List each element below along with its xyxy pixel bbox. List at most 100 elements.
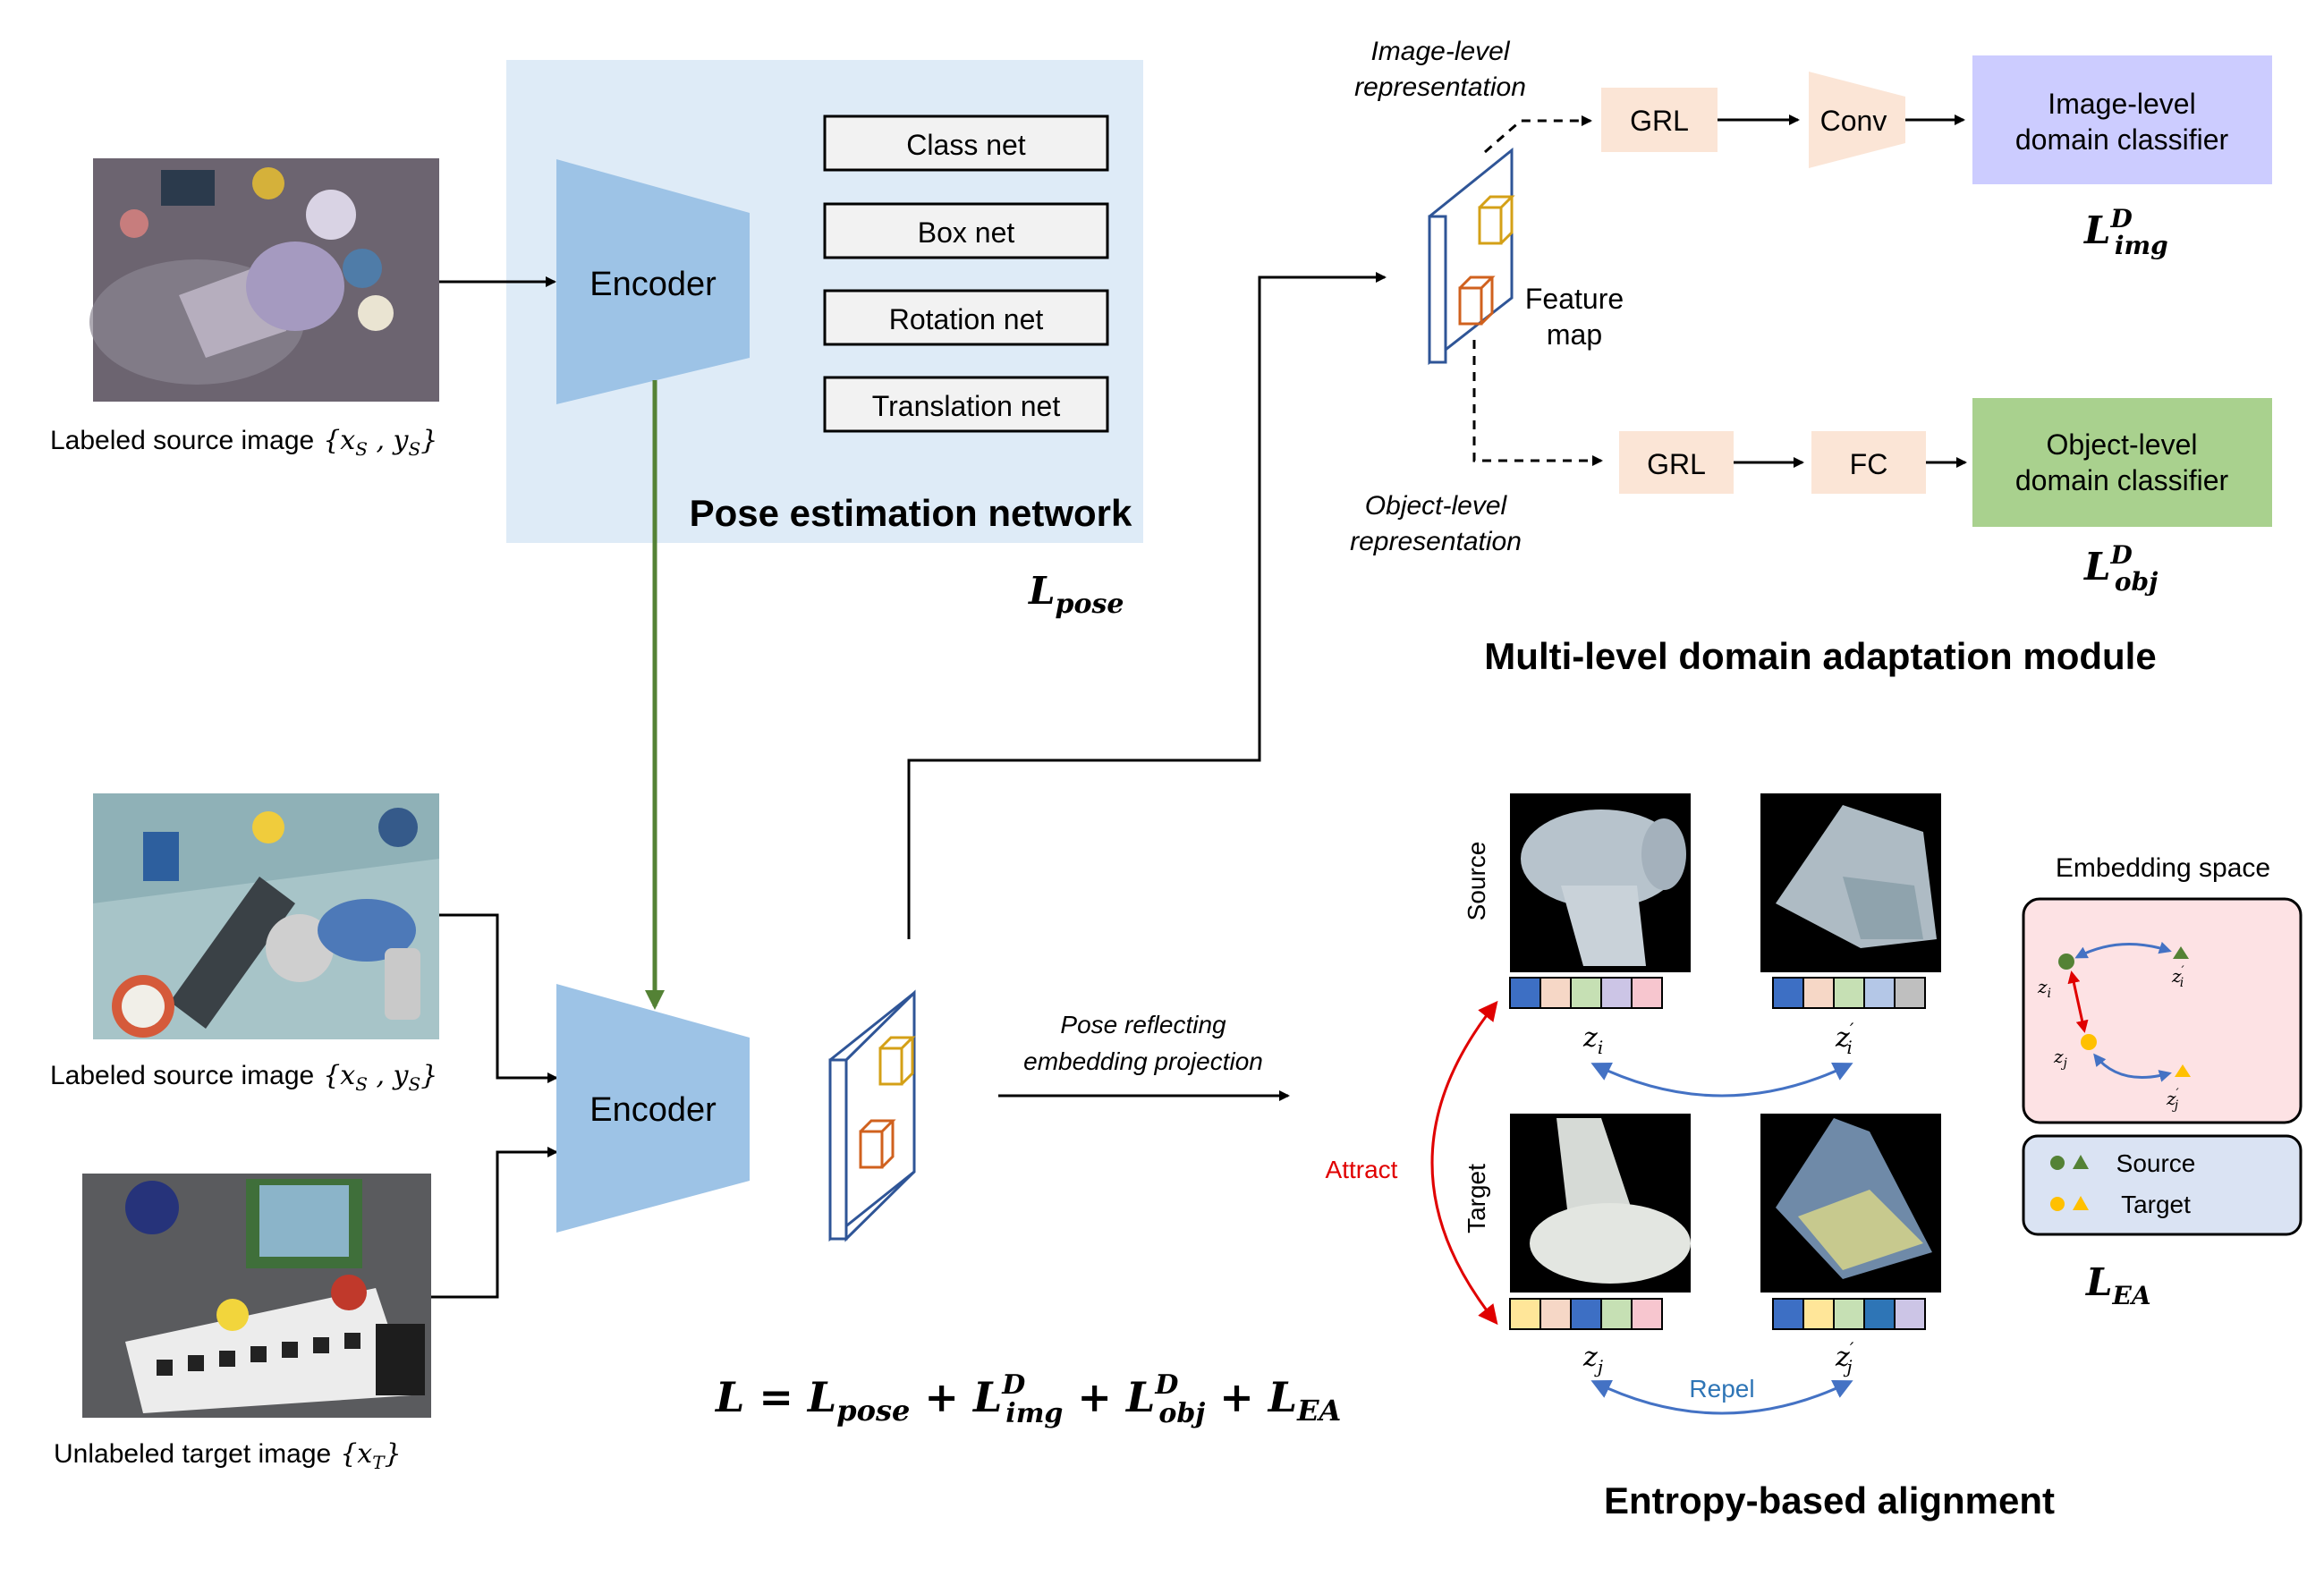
target-crop-j [1510, 1114, 1691, 1293]
connector-to-feature-map [907, 272, 1387, 939]
source-crop-i [1510, 793, 1691, 972]
zi-prime-point [2173, 946, 2189, 959]
grl-object-label: GRL [1647, 448, 1706, 480]
object-classifier-label-1: Object-level [2047, 428, 2198, 461]
label-zi: zi [1582, 1022, 1603, 1058]
embed-zj-prime: z′j [2166, 1087, 2180, 1113]
embedding-vector-zi-prime [1772, 977, 1926, 1009]
embedding-cell [1600, 977, 1633, 1009]
embedding-vector-zj [1509, 1298, 1663, 1330]
top-feature-map [1428, 147, 1515, 366]
embedding-vector-zi [1509, 977, 1663, 1009]
bottom-feature-map [828, 989, 916, 1242]
box-net-box[interactable] [823, 202, 1109, 259]
label-zj: zj [1582, 1342, 1603, 1377]
feature-map-label-1: Feature [1525, 283, 1624, 315]
embedding-cell [1894, 1298, 1926, 1330]
legend-source-triangle [2073, 1155, 2089, 1169]
embedding-cell [1539, 977, 1572, 1009]
embedding-cell [1631, 977, 1663, 1009]
embedding-space-title: Embedding space [2056, 853, 2270, 883]
dashed-object-branch [1472, 340, 1603, 466]
embedding-cell [1570, 1298, 1602, 1330]
loss-ea: LEA [2085, 1260, 2151, 1310]
bottom-encoder [556, 984, 750, 1233]
bottom-encoder-label: Encoder [589, 1091, 717, 1129]
box-net-label: Box net [918, 216, 1015, 249]
class-net-label: Class net [906, 129, 1026, 161]
label-zj-prime: z′j [1835, 1338, 1854, 1377]
target-caption: Unlabeled target image{xT} [54, 1438, 402, 1473]
grl-image-box[interactable] [1601, 88, 1718, 152]
embed-zi-prime: z′i [2171, 964, 2185, 990]
legend-target-triangle [2073, 1196, 2089, 1210]
embed-repel-bottom [2093, 1053, 2172, 1082]
embedding-cell [1833, 1298, 1865, 1330]
embedding-cell [1600, 1298, 1633, 1330]
fc-box[interactable] [1811, 431, 1926, 494]
embedding-cell [1539, 1298, 1572, 1330]
embed-zi: zi [2037, 976, 2051, 1001]
rotation-net-box[interactable] [823, 289, 1109, 346]
domain-adaptation-title: Multi-level domain adaptation module [1484, 635, 2156, 677]
repel-arc-top [1590, 1063, 1853, 1098]
image-classifier-label-1: Image-level [2048, 88, 2195, 120]
conv-trapezoid[interactable] [1809, 72, 1905, 168]
alignment-title: Entropy-based alignment [1604, 1479, 2055, 1521]
legend-source-label: Source [2116, 1149, 2196, 1177]
grl-object-box[interactable] [1619, 431, 1734, 494]
fc-label: FC [1850, 448, 1888, 480]
feature-map-label-2: map [1547, 318, 1602, 351]
target-image [82, 1174, 431, 1418]
class-net-box[interactable] [823, 114, 1109, 172]
object-level-rep-2: representation [1350, 527, 1522, 556]
embed-zj: zj [2053, 1046, 2068, 1071]
legend-target-circle [2050, 1197, 2065, 1211]
object-level-rep-1: Object-level [1365, 491, 1508, 521]
target-crop-j-prime [1760, 1114, 1941, 1293]
image-classifier-label-2: domain classifier [2015, 123, 2229, 156]
source-caption-top: Labeled source image{xS , yS} [50, 425, 437, 460]
embedding-cell [1863, 1298, 1896, 1330]
attract-label: Attract [1326, 1156, 1398, 1183]
translation-net-box[interactable] [823, 376, 1109, 433]
embedding-cell [1772, 1298, 1804, 1330]
pose-network-title: Pose estimation network [690, 492, 1132, 534]
arrow-source-bottom-to-encoder [439, 913, 558, 1083]
top-encoder-label: Encoder [589, 266, 717, 303]
embedding-legend [2022, 1134, 2303, 1236]
translation-net-label: Translation net [872, 390, 1061, 422]
source-image-bottom [93, 793, 439, 1039]
embed-repel-top [2074, 941, 2172, 959]
arrow-target-to-encoder [431, 1147, 558, 1299]
embedding-cell [1894, 977, 1926, 1009]
source-caption-bottom: Labeled source image{xS , yS} [50, 1060, 437, 1095]
embed-attract [2067, 970, 2089, 1033]
embedding-cell [1509, 977, 1541, 1009]
embedding-cell [1833, 977, 1865, 1009]
label-zi-prime: z′i [1835, 1019, 1854, 1058]
object-classifier-box[interactable] [1972, 398, 2272, 527]
zj-prime-point [2175, 1064, 2191, 1077]
embedding-cell [1509, 1298, 1541, 1330]
embedding-cell [1570, 977, 1602, 1009]
embedding-cell [1772, 977, 1804, 1009]
image-level-rep-2: representation [1354, 72, 1526, 102]
image-classifier-box[interactable] [1972, 55, 2272, 184]
repel-label: Repel [1689, 1375, 1754, 1403]
top-encoder [556, 159, 750, 404]
legend-source-circle [2050, 1156, 2065, 1170]
source-row-label: Source [1463, 842, 1490, 921]
embedding-space-box [2022, 897, 2303, 1124]
attract-arc [1430, 1000, 1498, 1326]
embedding-vector-zj-prime [1772, 1298, 1926, 1330]
source-crop-i-prime [1760, 793, 1941, 972]
image-level-rep-1: Image-level [1370, 37, 1510, 66]
projection-label-line1: Pose reflecting [1060, 1011, 1226, 1038]
repel-arc-bottom [1590, 1380, 1853, 1415]
grl-image-label: GRL [1630, 105, 1689, 137]
rotation-net-label: Rotation net [889, 303, 1044, 335]
legend-target-label: Target [2121, 1191, 2191, 1218]
